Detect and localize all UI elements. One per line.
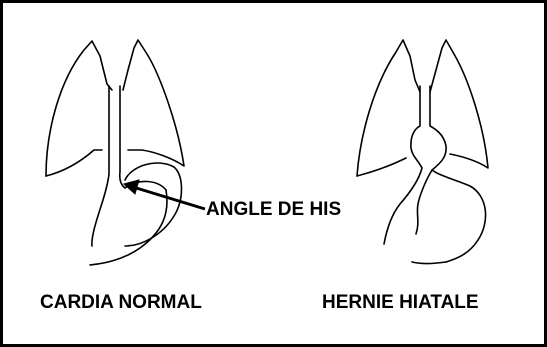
cardia-normal-figure	[46, 40, 184, 265]
hernie-hiatale-label: HERNIE HIATALE	[322, 292, 479, 314]
normal-fundus	[125, 163, 182, 246]
cardia-normal-label: CARDIA NORMAL	[40, 292, 202, 314]
normal-esophagus-left	[92, 86, 109, 246]
hernie-stomach-lower	[412, 262, 446, 264]
normal-stomach-lower	[90, 190, 167, 265]
normal-esophagus-right	[120, 86, 125, 188]
angle-arrow-shaft	[133, 187, 205, 209]
angle-de-his-label: ANGLE DE HIS	[206, 199, 341, 221]
angle-arrow	[124, 180, 205, 209]
hernie-hiatale-figure	[357, 40, 488, 264]
normal-diaphragm	[46, 40, 184, 176]
hernie-diaphragm-left-tail	[357, 158, 406, 176]
normal-diaphragm-left-tail	[46, 150, 102, 176]
hernie-diaphragm	[357, 40, 488, 176]
hernie-stomach-inner	[416, 170, 432, 234]
